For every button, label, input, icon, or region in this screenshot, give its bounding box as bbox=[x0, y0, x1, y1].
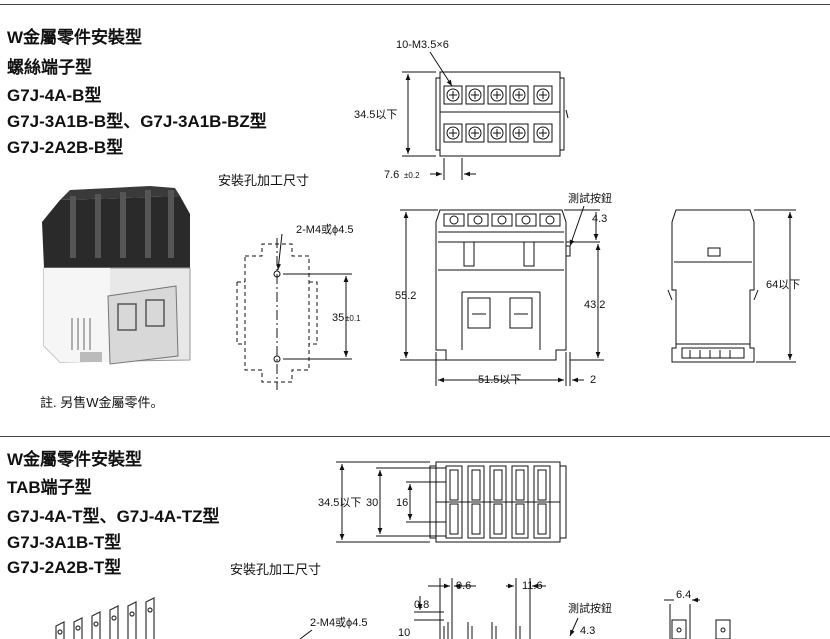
s2-dim-30: 30 bbox=[366, 497, 378, 509]
s1-front-view bbox=[400, 205, 604, 386]
dim-hole-pitch: 35 bbox=[332, 312, 344, 324]
s1-top-view bbox=[402, 51, 569, 180]
dim-552: 55.2 bbox=[395, 290, 416, 302]
s1-title-4: G7J-3A1B-B型、G7J-3A1B-BZ型 bbox=[7, 112, 267, 131]
dim-2: 2 bbox=[590, 374, 596, 386]
dim-pitch: 7.6 bbox=[384, 169, 399, 181]
relay-product-photo bbox=[42, 186, 191, 365]
s1-side-view bbox=[667, 209, 796, 363]
s2-title-5: G7J-2A2B-T型 bbox=[7, 558, 122, 577]
s2-top-view bbox=[336, 461, 567, 543]
s2-title-2: TAB端子型 bbox=[7, 478, 92, 497]
dim-515: 51.5以下 bbox=[478, 374, 521, 386]
s2-dim-10: 10 bbox=[398, 627, 410, 639]
dim-height-top: 34.5以下 bbox=[354, 109, 397, 121]
s2-dim-64: 6.4 bbox=[676, 589, 691, 601]
dim-64: 64以下 bbox=[766, 279, 800, 291]
s2-dim-hole: 2-M4或ϕ4.5 bbox=[310, 616, 368, 629]
section-divider bbox=[0, 436, 830, 437]
top-rule bbox=[0, 4, 830, 5]
s1-mount-hole-label: 安裝孔加工尺寸 bbox=[218, 173, 310, 188]
s1-title-1: W金屬零件安裝型 bbox=[7, 28, 143, 47]
s2-relay-product-photo bbox=[55, 597, 155, 639]
dim-hole: 2-M4或ϕ4.5 bbox=[296, 223, 354, 236]
s2-dim-test-button: 測試按鈕 bbox=[568, 601, 612, 615]
s2-title-4: G7J-3A1B-T型 bbox=[7, 533, 122, 552]
s2-mounting-hole-drawing bbox=[299, 629, 313, 639]
s2-dim-16: 16 bbox=[396, 497, 408, 509]
s2-title-3: G7J-4A-T型、G7J-4A-TZ型 bbox=[7, 507, 220, 526]
s2-dim-43: 4.3 bbox=[580, 625, 595, 637]
s1-front-terminals bbox=[443, 213, 561, 227]
dim-43: 4.3 bbox=[592, 213, 607, 225]
s1-title-5: G7J-2A2B-B型 bbox=[7, 138, 124, 157]
s1-title-2: 螺絲端子型 bbox=[7, 58, 92, 77]
dim-screw: 10-M3.5×6 bbox=[396, 39, 449, 51]
dim-hole-tol: ±0.1 bbox=[345, 314, 361, 323]
s2-dim-116: 11.6 bbox=[522, 580, 543, 592]
s2-mount-hole-label: 安裝孔加工尺寸 bbox=[230, 562, 322, 577]
dim-pitch-tol: ±0.2 bbox=[404, 171, 420, 180]
s2-front-view bbox=[414, 578, 579, 639]
s2-side-view bbox=[664, 597, 731, 639]
s2-title-1: W金屬零件安裝型 bbox=[7, 450, 143, 469]
dimension-labels: 10-M3.5×6 34.5以下 7.6 ±0.2 測試按鈕 4.3 2-M4或… bbox=[296, 39, 800, 639]
s2-dim-345: 34.5以下 bbox=[318, 497, 361, 509]
dim-test-button: 測試按鈕 bbox=[568, 191, 612, 205]
s1-mounting-hole-drawing bbox=[236, 233, 352, 390]
s2-dim-96: 9.6 bbox=[456, 580, 471, 592]
s1-note: 註. 另售W金屬零件。 bbox=[40, 395, 164, 410]
dim-432: 43.2 bbox=[584, 299, 605, 311]
s1-title-3: G7J-4A-B型 bbox=[7, 86, 102, 105]
s1-screw-terminals bbox=[443, 85, 553, 143]
s2-dim-08: 0.8 bbox=[414, 599, 429, 611]
